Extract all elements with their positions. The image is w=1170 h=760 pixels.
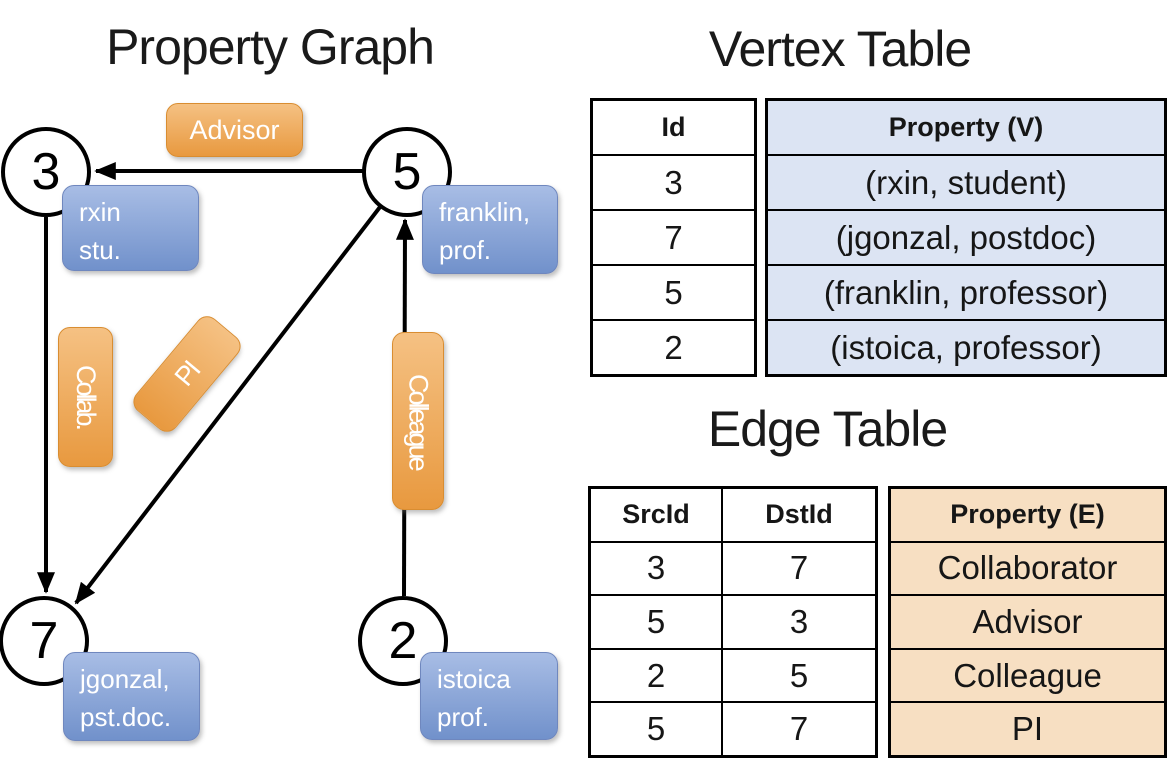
edge-table-title: Edge Table <box>707 401 948 457</box>
edge-srcid-header: SrcId <box>591 489 723 541</box>
edge-dstid-cell: 7 <box>789 549 809 587</box>
edge-label-text: Collab. <box>71 365 101 429</box>
edge-property-header: Property (E) <box>950 499 1105 530</box>
edge-label-colleague: Colleague <box>392 332 444 510</box>
node-id-label: 3 <box>31 143 61 201</box>
vertex-property-line: istoica <box>437 664 511 694</box>
vertex-id-cell: 5 <box>664 273 683 311</box>
vertex-property-table: Property (V) (rxin, student) (jgonzal, p… <box>765 98 1167 377</box>
vertex-property-cell: (istoica, professor) <box>830 328 1102 366</box>
node-id-label: 5 <box>392 143 422 201</box>
vertex-property-line: prof. <box>437 702 490 732</box>
vertex-property-line: franklin, <box>439 197 531 227</box>
vertex-table-title: Vertex Table <box>708 21 972 77</box>
edge-property-cell: Advisor <box>972 602 1083 640</box>
vertex-property-cell: (rxin, student) <box>865 163 1067 201</box>
vertex-property-bubble-2: istoica prof. <box>420 652 558 740</box>
vertex-property-cell: (jgonzal, postdoc) <box>835 218 1097 256</box>
vertex-property-bubble-5: franklin, prof. <box>422 185 558 274</box>
node-id-label: 2 <box>388 612 418 670</box>
edge-srcid-cell: 2 <box>591 649 723 702</box>
edge-srcid-cell: 5 <box>591 703 723 755</box>
vertex-property-header: Property (V) <box>888 112 1044 142</box>
edge-srcid-cell: 3 <box>591 542 723 595</box>
vertex-property-cell: (franklin, professor) <box>823 273 1109 311</box>
edge-ids-table: SrcId DstId 3 7 5 3 2 5 5 7 <box>588 486 878 758</box>
edge-label-text: Colleague <box>403 373 434 469</box>
vertex-property-bubble-7: jgonzal, pst.doc. <box>63 652 200 741</box>
vertex-property-bubble-3: rxin stu. <box>62 185 199 271</box>
vertex-property-line: prof. <box>439 235 492 265</box>
edge-property-table: Property (E) Collaborator Advisor Collea… <box>888 486 1167 758</box>
graph-node-5: 5 <box>362 127 452 217</box>
edge-label-text: PI <box>168 355 206 392</box>
edge-srcid-cell: 5 <box>591 596 723 648</box>
vertex-id-cell: 7 <box>664 218 683 256</box>
vertex-id-header: Id <box>661 112 686 142</box>
edge-label-advisor: Advisor <box>166 103 303 157</box>
edge-dstid-cell: 5 <box>789 656 809 694</box>
edge-dstid-cell: 7 <box>789 710 809 748</box>
vertex-property-line: pst.doc. <box>80 702 172 732</box>
vertex-id-cell: 2 <box>664 328 683 366</box>
vertex-id-table: Id 3 7 5 2 <box>590 98 757 377</box>
vertex-property-line: rxin <box>79 197 121 227</box>
vertex-id-cell: 3 <box>664 163 683 201</box>
node-id-label: 7 <box>29 612 59 670</box>
edge-label-text: Advisor <box>189 114 280 145</box>
graph-node-2: 2 <box>358 596 448 686</box>
edge-property-cell: PI <box>1011 710 1044 748</box>
edge-property-cell: Colleague <box>953 656 1102 694</box>
property-graph-title: Property Graph <box>106 19 435 75</box>
edge-label-collab: Collab. <box>58 327 113 467</box>
edge-line-5-to-7-pi <box>74 205 382 605</box>
vertex-property-line: stu. <box>79 235 121 265</box>
edge-dstid-cell: 3 <box>789 602 809 640</box>
edge-dstid-header: DstId <box>765 499 833 530</box>
vertex-property-line: jgonzal, <box>80 664 170 694</box>
edge-property-cell: Collaborator <box>937 549 1118 587</box>
